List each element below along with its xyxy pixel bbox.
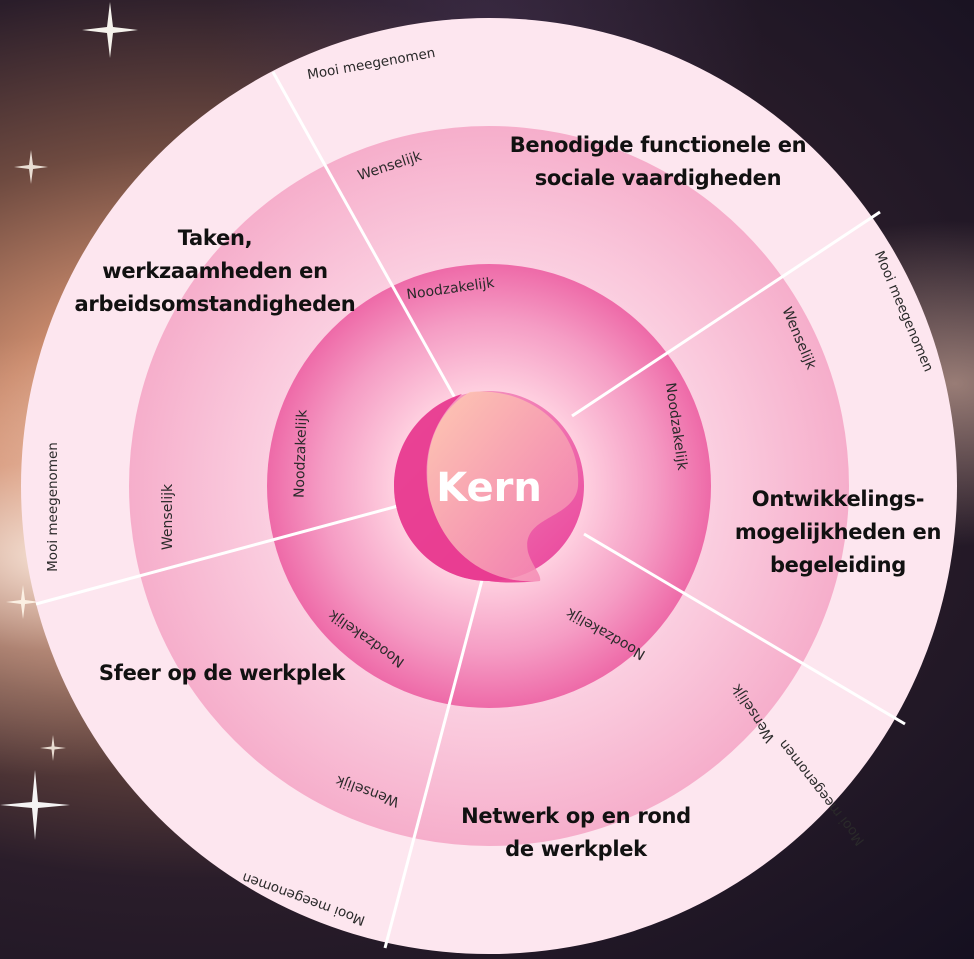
inner-label: Noodzakelijk bbox=[291, 409, 310, 499]
segment-title-skills: Benodigde functionele en sociale vaardig… bbox=[510, 133, 807, 190]
middle-label: Wenselijk bbox=[160, 483, 176, 550]
sparkle-icon bbox=[40, 735, 66, 761]
segment-title-line: werkzaamheden en bbox=[102, 259, 328, 283]
core-label: Kern bbox=[436, 465, 542, 511]
core-swirl-shadow bbox=[394, 394, 540, 583]
segment-title-line: Benodigde functionele en bbox=[510, 133, 807, 157]
segment-title-line: Netwerk op en rond bbox=[461, 804, 691, 828]
outer-label: Mooi meegenomen bbox=[45, 442, 61, 572]
segment-title-line: sociale vaardigheden bbox=[535, 166, 782, 190]
sparkle-icon bbox=[6, 585, 40, 619]
segment-title-line: arbeidsomstandigheden bbox=[75, 292, 356, 316]
sparkle-icon bbox=[82, 2, 138, 58]
segment-title-development: Ontwikkelings- mogelijkheden en begeleid… bbox=[735, 487, 942, 577]
segment-dividers bbox=[35, 71, 906, 949]
segment-title-network: Netwerk op en rond de werkplek bbox=[461, 804, 691, 861]
segment-title-line: Sfeer op de werkplek bbox=[99, 661, 347, 685]
segment-title-line: de werkplek bbox=[505, 837, 648, 861]
segment-title-line: begeleiding bbox=[770, 553, 906, 577]
sparkle-icon bbox=[0, 770, 70, 840]
sparkle-icon bbox=[14, 150, 48, 184]
segment-title-atmosphere: Sfeer op de werkplek bbox=[99, 661, 347, 685]
segment-title-line: Taken, bbox=[178, 226, 253, 250]
core-swirl bbox=[427, 391, 579, 582]
segment-title-line: Ontwikkelings- bbox=[752, 487, 924, 511]
segment-title-line: mogelijkheden en bbox=[735, 520, 941, 544]
segment-title-tasks: Taken, werkzaamheden en arbeidsomstandig… bbox=[75, 226, 356, 316]
